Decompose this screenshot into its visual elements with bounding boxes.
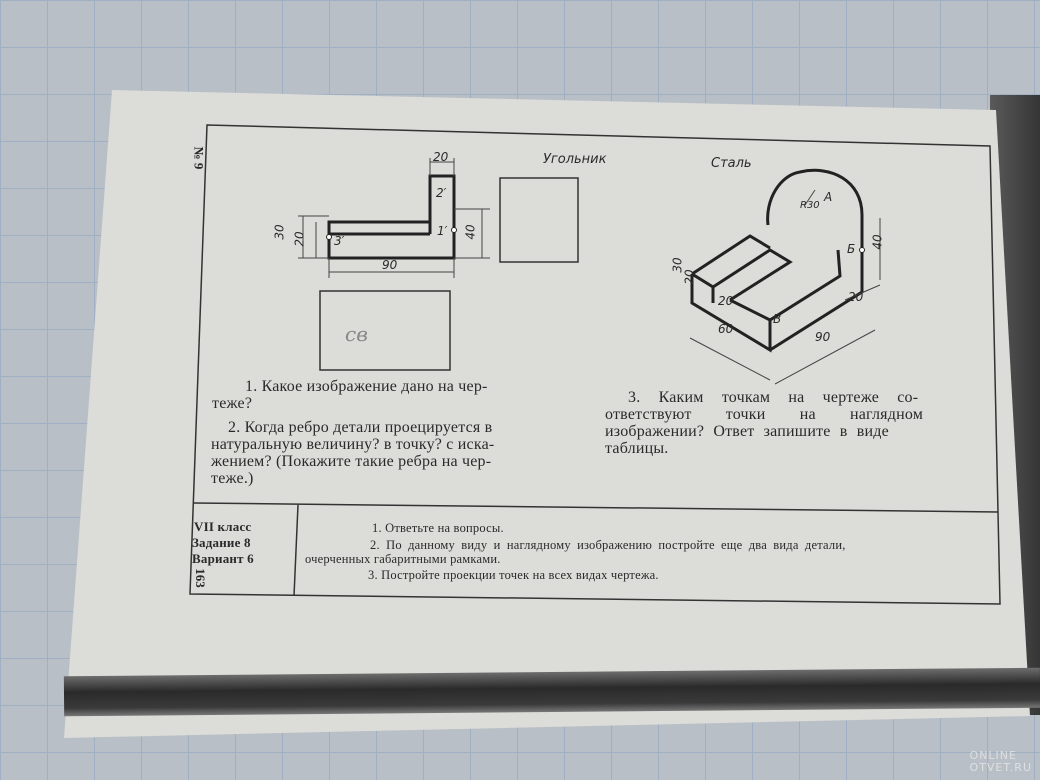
footer-divider [193,502,999,513]
variant-label: Вариант 6 [192,551,254,566]
instruction-line: 2. По данному виду и наглядному изображе… [370,538,846,552]
page-number: 163 [192,568,208,588]
watermark-line: ONLINE [969,749,1017,762]
dim-40: 40 [463,224,478,240]
dim-20-left: 20 [292,231,307,247]
watermark: ONLINE OTVET.RU [970,750,1032,774]
point-1: 1′ [437,224,448,238]
point-a: А [824,190,833,204]
exercise-number: № 9 [191,146,207,170]
question-line: натуральную величину? в точку? с иска- [211,436,495,453]
question-line: 1. Какое изображение дано на чер- [245,378,488,395]
instruction-line: очерченных габаритными рамками. [305,552,501,566]
iso-dim-20-left: 20 [682,269,697,285]
point-v: В [773,312,782,326]
iso-dim-60: 60 [718,322,734,336]
point-2: 2′ [436,186,447,200]
iso-dim-90: 90 [815,330,831,344]
point-b: Б [847,242,856,256]
question-line: 3. Каким точкам на чертеже со- [628,389,919,406]
side-view-frame [499,177,579,263]
material-label: Сталь [711,156,752,171]
iso-dim-20-right: 20 [848,290,864,304]
instruction-line: 3. Постройте проекции точек на всех вида… [368,568,659,582]
question-line: изображении? Ответ запишите в виде [605,423,889,440]
footer-column-divider [293,504,299,597]
point-3: 3′ [334,234,345,248]
question-line: таблицы. [605,440,669,457]
dim-30: 30 [272,224,287,240]
iso-dim-20-mid: 20 [718,294,734,308]
part-title: Угольник [543,152,607,167]
question-line: теже.) [211,470,254,487]
grade-label: VII класс [194,519,252,534]
iso-dim-40: 40 [870,234,885,250]
isometric-body [690,168,864,353]
question-line: жением? (Покажите такие ребра на чер- [211,453,492,470]
question-line: теже? [212,395,253,412]
dim-20-top: 20 [433,150,449,164]
instruction-line: 1. Ответьте на вопросы. [372,521,504,535]
watermark-line: OTVET.RU [969,761,1032,774]
question-line: 2. Когда ребро детали проецируется в [228,419,493,436]
dim-r30: R30 [800,200,820,211]
top-view-frame [319,290,451,371]
handwritten-note: св [345,322,368,346]
dim-90: 90 [382,258,398,272]
question-line: ответствуют точки на наглядном [605,406,924,423]
worksheet-frame [189,124,1001,605]
task-label: Задание 8 [192,535,251,550]
